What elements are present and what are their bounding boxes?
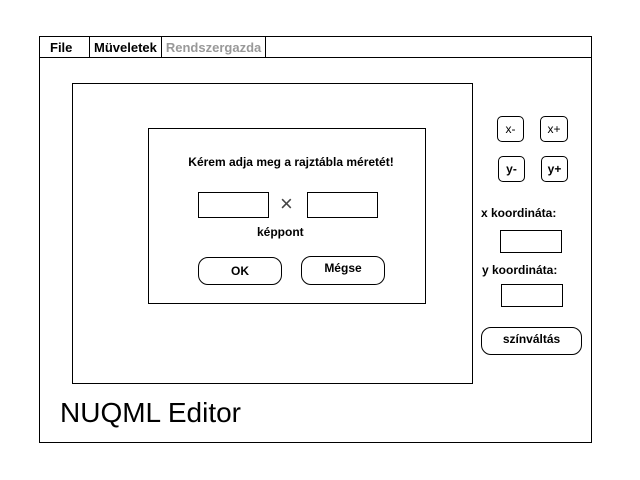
app-title: NUQML Editor xyxy=(60,397,242,428)
x-coordinate-input[interactable] xyxy=(500,230,562,253)
x-plus-button[interactable]: x+ xyxy=(540,116,568,142)
y-coordinate-input[interactable] xyxy=(501,284,563,307)
menu-bar: File Müveletek Rendszergazda xyxy=(39,36,592,58)
size-dialog: Kérem adja meg a rajztábla méretét! × ké… xyxy=(148,128,426,304)
x-minus-button[interactable]: x- xyxy=(497,116,524,142)
ok-button[interactable]: OK xyxy=(198,257,282,285)
x-coordinate-label: x koordináta: xyxy=(481,206,557,220)
color-switch-button[interactable]: színváltás xyxy=(481,327,582,355)
times-symbol: × xyxy=(280,191,293,216)
width-input[interactable] xyxy=(198,192,269,218)
menu-rendszergazda: Rendszergazda xyxy=(162,37,267,57)
drawing-canvas[interactable] xyxy=(72,83,473,384)
y-coordinate-label: y koordináta: xyxy=(482,263,558,277)
menu-muveletek[interactable]: Müveletek xyxy=(90,37,162,57)
y-minus-button[interactable]: y- xyxy=(498,156,525,182)
dialog-prompt: Kérem adja meg a rajztábla méretét! xyxy=(188,155,394,169)
menu-file[interactable]: File xyxy=(40,37,90,57)
unit-label: képpont xyxy=(257,225,304,239)
cancel-button[interactable]: Mégse xyxy=(301,256,385,285)
height-input[interactable] xyxy=(307,192,378,218)
y-plus-button[interactable]: y+ xyxy=(541,156,568,182)
